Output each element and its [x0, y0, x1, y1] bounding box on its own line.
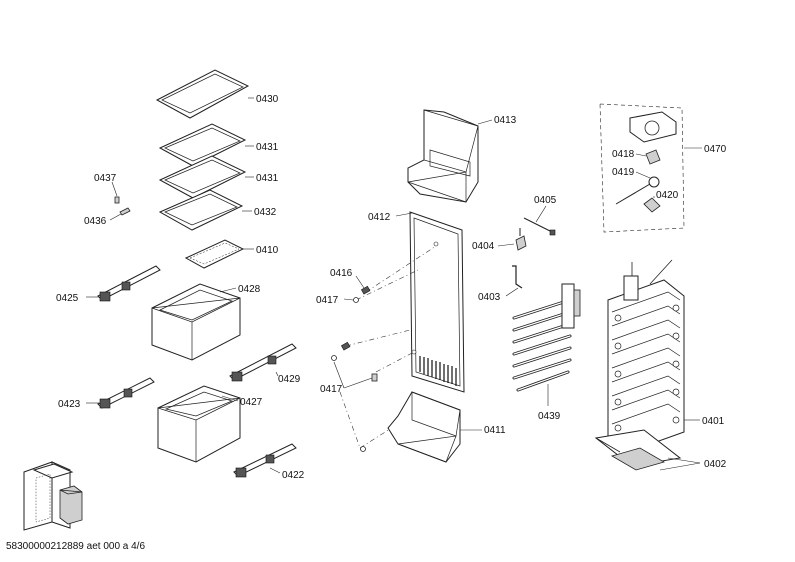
label-0418: 0418 — [612, 149, 635, 160]
grille-0410 — [184, 239, 254, 269]
panel-0412 — [395, 211, 465, 393]
label-0416: 0416 — [330, 268, 353, 279]
label-0470: 0470 — [704, 144, 727, 155]
shelf-0432 — [158, 189, 252, 231]
label-0431-lower: 0431 — [256, 173, 279, 184]
label-0427: 0427 — [240, 397, 263, 408]
label-0430: 0430 — [256, 94, 279, 105]
rail-0429 — [229, 343, 297, 382]
label-0432: 0432 — [254, 207, 277, 218]
label-0401: 0401 — [702, 416, 725, 427]
rail-0423 — [86, 377, 155, 409]
drawer-0428 — [151, 283, 241, 361]
label-0404: 0404 — [472, 241, 495, 252]
label-0417-lower: 0417 — [320, 384, 343, 395]
drain-tray-0402 — [594, 429, 701, 471]
sensor-0405 — [523, 205, 556, 236]
fan-group-0470 — [599, 103, 702, 233]
label-0402: 0402 — [704, 459, 727, 470]
drawer-0427 — [157, 385, 241, 463]
label-0439: 0439 — [538, 411, 561, 422]
appliance-thumbnail — [23, 461, 83, 531]
shelf-0430 — [155, 69, 254, 119]
label-0422: 0422 — [282, 470, 305, 481]
label-0436: 0436 — [84, 216, 107, 227]
label-0420: 0420 — [656, 190, 679, 201]
clip-0404 — [497, 228, 527, 251]
label-0403: 0403 — [478, 292, 501, 303]
cover-0413 — [407, 109, 493, 203]
rail-0422 — [233, 443, 297, 478]
label-0412: 0412 — [368, 212, 391, 223]
label-0437: 0437 — [94, 173, 117, 184]
label-0423: 0423 — [58, 399, 81, 410]
clip-0437 — [111, 181, 120, 204]
label-0428: 0428 — [238, 284, 261, 295]
label-0417-upper: 0417 — [316, 295, 339, 306]
label-0419: 0419 — [612, 167, 635, 178]
label-0431-upper: 0431 — [256, 142, 279, 153]
label-0429: 0429 — [278, 374, 301, 385]
evaporator-0401 — [607, 259, 700, 453]
screws-0416-0417 — [331, 245, 437, 452]
bracket-0403 — [505, 265, 523, 297]
label-0410: 0410 — [256, 245, 279, 256]
duct-0411 — [387, 391, 482, 463]
shelf-0431-upper — [158, 123, 254, 167]
heater-0439 — [512, 283, 581, 406]
label-0411: 0411 — [484, 425, 506, 436]
shelf-0431-lower — [158, 155, 254, 199]
label-0405: 0405 — [534, 195, 557, 206]
document-code: 58300000212889 aet 000 a 4/6 — [6, 541, 146, 552]
clip-0436 — [109, 207, 131, 221]
rail-0425 — [86, 265, 161, 302]
label-0425: 0425 — [56, 293, 79, 304]
label-0413: 0413 — [494, 115, 517, 126]
